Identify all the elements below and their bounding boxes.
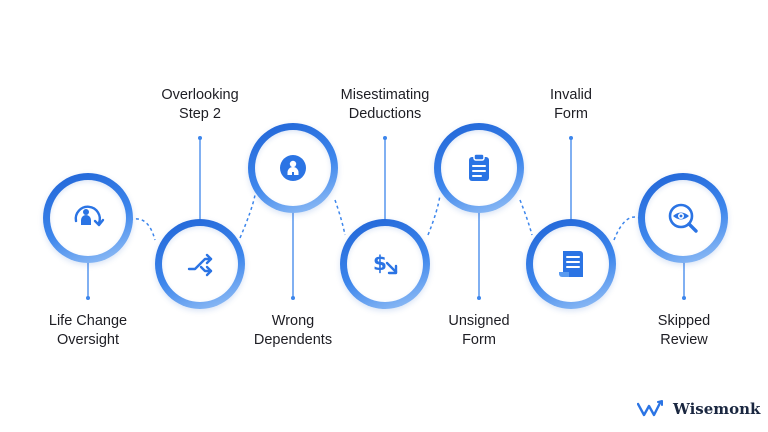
connector-6-7 xyxy=(613,216,641,241)
dollar-arrow-down-icon: $ xyxy=(373,251,398,275)
step-label-1: Life Change Oversight xyxy=(18,312,158,350)
step-label-6: Invalid Form xyxy=(501,86,641,124)
step-label-2: Overlooking Step 2 xyxy=(130,86,270,124)
step-label-6-line-2: Form xyxy=(554,106,588,122)
pin-7-end xyxy=(682,296,686,300)
connector-3-4 xyxy=(334,199,346,236)
step-label-4: Misestimating Deductions xyxy=(315,86,455,124)
wisemonk-logo: Wisemonk xyxy=(637,398,760,420)
step-label-2-line-1: Overlooking xyxy=(161,87,239,103)
connector-2-3 xyxy=(239,194,256,239)
connector-5-6 xyxy=(519,199,533,236)
pin-4-top xyxy=(383,136,387,140)
pin-5-end xyxy=(477,296,481,300)
step-label-3-line-2: Dependents xyxy=(253,332,333,348)
step-label-7-line-2: Review xyxy=(660,332,708,348)
step-node-3 xyxy=(248,123,338,213)
eye-magnifier-icon xyxy=(668,203,698,233)
wisemonk-wave-logo-icon xyxy=(637,400,663,417)
step-node-6 xyxy=(526,219,616,309)
pin-2-top xyxy=(198,136,202,140)
step-label-3-line-1: Wrong xyxy=(271,313,315,329)
pin-6-top xyxy=(569,136,573,140)
pin-3-end xyxy=(291,296,295,300)
person-badge-icon xyxy=(280,155,306,181)
brand-name: Wisemonk xyxy=(673,400,761,418)
step-label-5-line-2: Form xyxy=(462,332,496,348)
step-label-6-line-1: Invalid xyxy=(550,87,592,103)
clipboard-icon xyxy=(469,153,489,181)
step-label-4-line-2: Deductions xyxy=(348,106,422,122)
step-node-1 xyxy=(43,173,133,263)
svg-text:$: $ xyxy=(373,251,387,275)
step-label-1-line-2: Oversight xyxy=(56,332,120,348)
step-node-5 xyxy=(434,123,524,213)
step-label-3: Wrong Dependents xyxy=(223,312,363,350)
step-label-7-line-1: Skipped xyxy=(657,313,711,329)
step-label-5-line-1: Unsigned xyxy=(448,313,510,329)
connector-1-2 xyxy=(129,218,156,241)
connector-4-5 xyxy=(427,194,441,236)
step-node-2 xyxy=(155,219,245,309)
step-node-7 xyxy=(638,173,728,263)
step-label-2-line-2: Step 2 xyxy=(179,106,221,122)
step-label-7: Skipped Review xyxy=(614,312,754,350)
document-scroll-icon xyxy=(559,251,583,277)
shuffle-arrows-icon xyxy=(187,253,213,277)
pin-1-end xyxy=(86,296,90,300)
step-label-5: Unsigned Form xyxy=(409,312,549,350)
step-label-1-line-1: Life Change xyxy=(48,313,128,329)
person-refresh-icon xyxy=(74,205,105,227)
step-label-4-line-1: Misestimating xyxy=(340,87,430,103)
step-node-4: $ xyxy=(340,219,430,309)
